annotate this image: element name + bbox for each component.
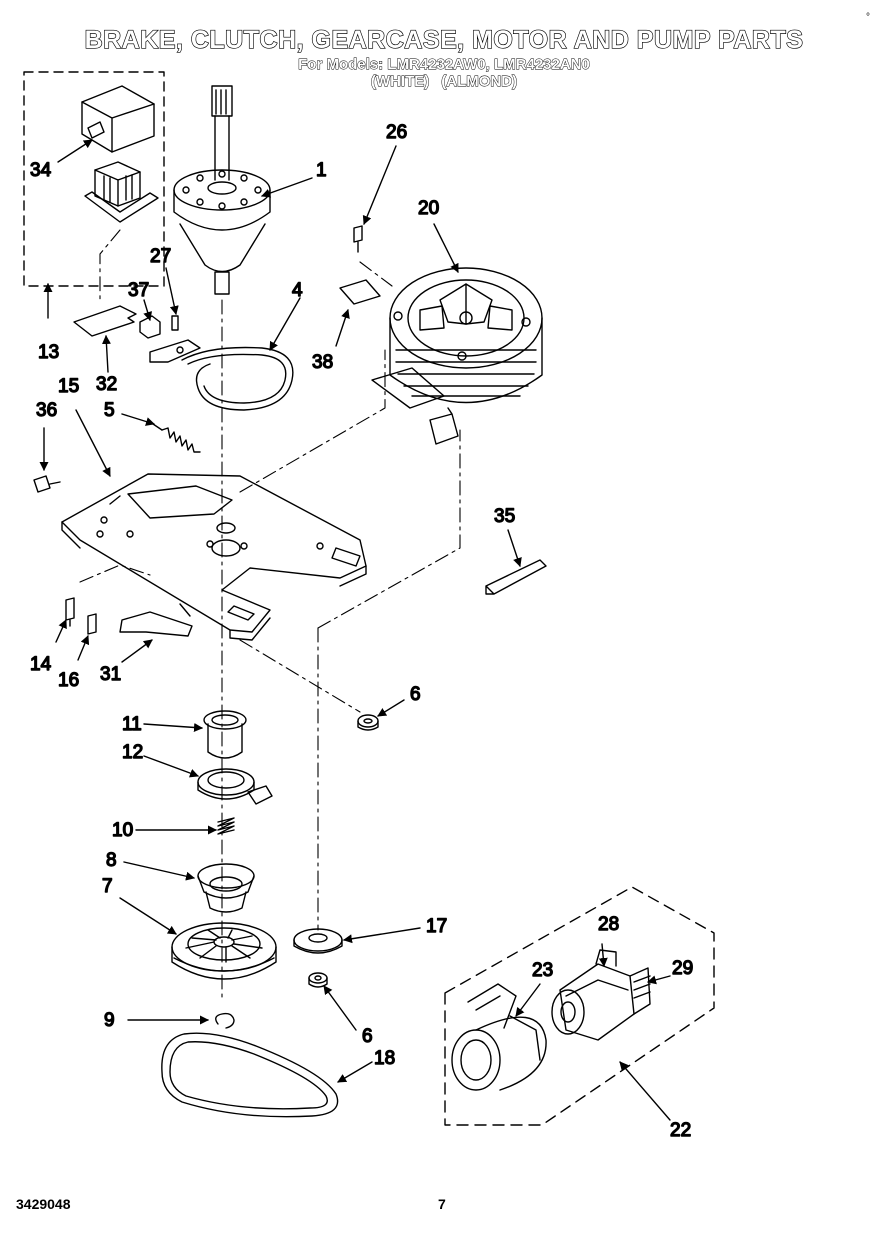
callout-17: 17 <box>426 916 447 937</box>
part-38-bracket <box>339 279 381 305</box>
callout-37: 37 <box>128 280 149 301</box>
leader-lines <box>39 139 671 1121</box>
models-line: For Models: LMR4232AW0, LMR4232AN0 <box>298 56 591 74</box>
part-6-nut-upper <box>357 714 379 731</box>
callout-34: 34 <box>30 160 52 181</box>
part-35-wire-tie <box>485 559 547 595</box>
callout-23: 23 <box>532 960 553 981</box>
dashed-box-pump <box>444 886 715 1126</box>
part-17-washer <box>293 928 343 954</box>
callout-10: 10 <box>112 820 133 841</box>
callout-14: 14 <box>30 654 52 675</box>
diagram-title: BRAKE, CLUTCH, GEARCASE, MOTOR AND PUMP … <box>84 25 804 54</box>
part-14-screw <box>65 597 75 627</box>
part-11-bushing <box>203 710 247 759</box>
callout-29: 29 <box>672 958 693 979</box>
corner-mark: ° <box>866 12 870 23</box>
callout-13: 13 <box>38 342 59 363</box>
part-23-pump-body <box>451 983 547 1091</box>
callout-22: 22 <box>670 1120 691 1141</box>
part-27-pin <box>171 315 179 331</box>
document-number: 3429048 <box>16 1196 71 1212</box>
callout-18: 18 <box>374 1048 395 1069</box>
callout-35: 35 <box>494 506 515 527</box>
callout-16: 16 <box>58 670 79 691</box>
callout-15: 15 <box>58 376 79 397</box>
part-18-belt <box>161 1032 339 1118</box>
callout-labels: 1 34 26 20 27 37 4 13 32 38 15 36 5 35 1… <box>29 121 694 1141</box>
callout-5: 5 <box>104 400 115 421</box>
callout-31: 31 <box>100 664 121 685</box>
callout-38: 38 <box>312 352 333 373</box>
part-26-screw <box>353 225 363 253</box>
part-1-gearcase <box>173 85 271 295</box>
callout-8: 8 <box>106 850 117 871</box>
callout-32: 32 <box>96 374 117 395</box>
part-9-ring <box>215 1012 235 1029</box>
callout-7: 7 <box>102 876 113 897</box>
color-almond: (ALMOND) <box>441 73 518 91</box>
part-16-screw <box>87 613 97 635</box>
part-10-spring <box>217 817 235 835</box>
page-number: 7 <box>438 1196 446 1212</box>
part-32-bracket <box>73 305 137 337</box>
callout-28: 28 <box>598 914 619 935</box>
callout-27: 27 <box>150 246 171 267</box>
callout-36: 36 <box>36 400 57 421</box>
part-28-pump-motor <box>551 949 651 1041</box>
part-20-motor <box>371 267 543 445</box>
alignment-lines <box>79 229 461 1001</box>
part-8-clutch-hub <box>197 863 255 913</box>
part-15-base-plate <box>61 473 367 641</box>
color-variants: (WHITE) (ALMOND) <box>0 73 888 91</box>
part-12-lining <box>197 768 273 805</box>
part-4-brake-band <box>149 339 294 411</box>
callout-1: 1 <box>316 160 327 181</box>
part-34-transformer <box>81 85 159 223</box>
part-7-pulley <box>171 922 277 980</box>
callout-6-upper: 6 <box>410 684 421 705</box>
callout-9: 9 <box>104 1010 115 1031</box>
callout-11: 11 <box>122 714 142 735</box>
dashed-box-transformer <box>23 71 165 287</box>
part-36-screw <box>33 475 61 493</box>
callout-4: 4 <box>292 280 303 301</box>
callout-20: 20 <box>418 198 439 219</box>
callout-26: 26 <box>386 122 407 143</box>
callout-6-lower: 6 <box>362 1026 373 1047</box>
callout-12: 12 <box>122 742 143 763</box>
model-list: For Models: LMR4232AW0, LMR4232AN0 (WHIT… <box>0 56 888 91</box>
color-white: (WHITE) <box>370 73 430 91</box>
part-31-pad <box>119 611 193 637</box>
part-5-spring <box>149 421 201 453</box>
part-6-nut-lower <box>308 972 328 988</box>
